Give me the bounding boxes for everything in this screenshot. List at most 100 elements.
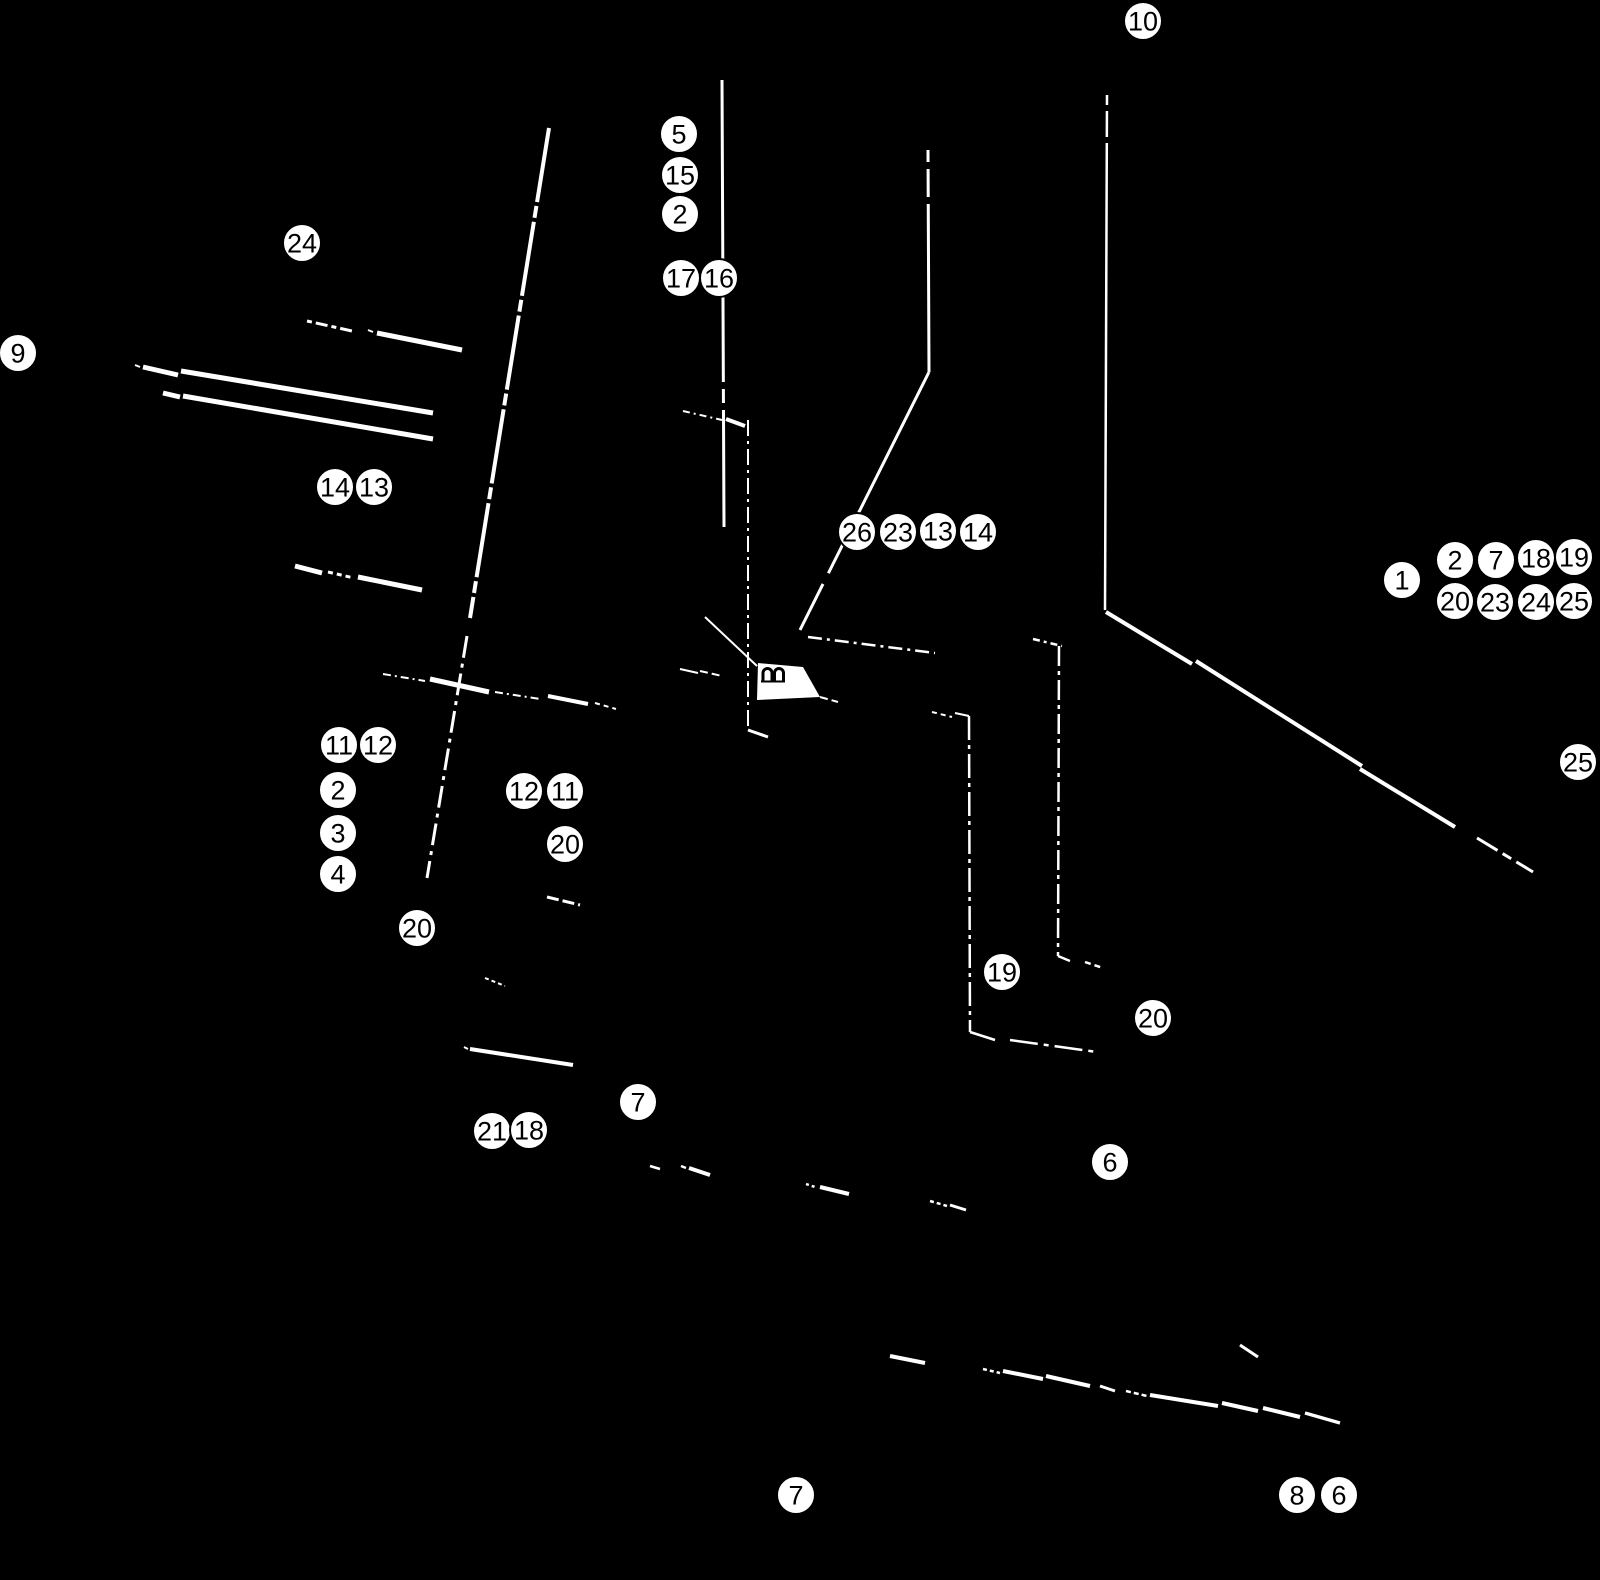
callout-3: 3	[318, 813, 358, 853]
callout-26: 26	[837, 512, 877, 552]
diagram-line	[931, 711, 953, 718]
diagram-line	[679, 668, 699, 674]
callout-number: 23	[883, 518, 913, 548]
callout-number: 19	[987, 958, 1017, 988]
diagram-line	[720, 79, 726, 528]
diagram-line	[1103, 94, 1109, 611]
callout-2: 2	[660, 194, 700, 234]
diagram-line	[954, 712, 970, 717]
diagram-line	[699, 670, 723, 677]
callout-number: 17	[666, 264, 696, 294]
diagram-line	[967, 715, 972, 1033]
diagram-line	[547, 694, 589, 706]
callout-bubble	[397, 908, 437, 948]
callout-13: 13	[918, 511, 958, 551]
callout-bubble	[509, 1110, 549, 1150]
callout-bubble	[918, 511, 958, 551]
callout-bubble	[0, 333, 38, 373]
callout-number: 20	[1440, 587, 1470, 617]
diagram-line	[682, 410, 723, 421]
diagram-line	[382, 673, 426, 682]
callout-number: 6	[1102, 1148, 1117, 1178]
diagram-line	[889, 1354, 926, 1365]
diagram-line	[469, 1047, 574, 1067]
diagram-line	[546, 895, 581, 907]
diagram-line	[1057, 954, 1071, 963]
callout-17: 17	[661, 258, 701, 298]
callout-number: 2	[330, 776, 345, 806]
diagram-line	[134, 364, 141, 368]
callout-number: 7	[1488, 546, 1503, 576]
callout-bubble	[1435, 540, 1475, 580]
callout-5: 5	[659, 114, 699, 154]
diagram-line	[1009, 1038, 1098, 1054]
callout-bubble	[618, 1082, 658, 1122]
callout-number: 2	[1447, 546, 1462, 576]
callout-bubble	[1475, 582, 1515, 622]
diagram-line	[1104, 610, 1194, 666]
callout-number: 20	[1138, 1004, 1168, 1034]
callout-19: 19	[982, 952, 1022, 992]
callout-number: 4	[330, 860, 345, 890]
callout-number: 24	[287, 229, 317, 259]
diagram-line	[949, 1203, 967, 1212]
callout-bubble	[1090, 1142, 1130, 1182]
diagram-line	[367, 329, 374, 333]
diagram-line	[819, 1185, 850, 1196]
lines-layer	[134, 79, 1534, 1425]
callout-4: 4	[318, 854, 358, 894]
diagram-line	[463, 1046, 469, 1050]
callout-number: 12	[509, 777, 539, 807]
callout-number: 18	[514, 1116, 544, 1146]
diagram-line	[807, 635, 936, 655]
callout-number: 23	[1480, 588, 1510, 618]
diagram-line	[1125, 1389, 1148, 1398]
diagram-line	[1149, 1393, 1219, 1408]
callout-16: 16	[699, 258, 739, 298]
diagram-line	[425, 635, 469, 879]
callout-number: 9	[10, 339, 25, 369]
diagram-line	[1056, 645, 1061, 957]
diagram-line	[819, 696, 839, 703]
callout-bubble	[318, 813, 358, 853]
diagram-line	[357, 574, 423, 593]
callout-number: 25	[1559, 587, 1589, 617]
diagram-line	[982, 1367, 1001, 1375]
callout-number: 11	[551, 777, 579, 807]
callout-number: 18	[1521, 544, 1551, 574]
callout-bubble	[1123, 1, 1163, 41]
open-book-icon	[761, 667, 785, 683]
diagram-line	[1002, 1369, 1044, 1381]
callout-11: 11	[545, 771, 585, 811]
callout-bubble	[318, 770, 358, 810]
callout-bubble	[1435, 581, 1475, 621]
callout-20: 20	[1133, 998, 1173, 1038]
callout-14: 14	[958, 512, 998, 552]
diagram-line	[429, 676, 490, 695]
diagram-line	[1476, 836, 1534, 874]
diagram-line	[294, 563, 323, 576]
callout-number: 8	[1289, 1481, 1304, 1511]
diagram-line	[376, 330, 463, 353]
callout-bubble	[354, 467, 394, 507]
callout-bubble	[1319, 1475, 1359, 1515]
diagram-line	[1194, 659, 1364, 768]
callout-23: 23	[878, 512, 918, 552]
callout-number: 7	[788, 1481, 803, 1511]
diagram-line	[484, 977, 506, 987]
callout-24: 24	[1516, 582, 1556, 622]
diagram-line	[680, 1164, 687, 1170]
callout-number: 10	[1128, 7, 1158, 37]
callout-number: 7	[630, 1088, 645, 1118]
callout-bubble	[776, 1475, 816, 1515]
callout-bubble	[1554, 581, 1594, 621]
callout-bubble	[1476, 540, 1516, 580]
callout-24: 24	[282, 223, 322, 263]
callout-number: 2	[672, 200, 687, 230]
diagram-line	[142, 364, 179, 378]
diagram-line	[162, 390, 181, 400]
callout-20: 20	[545, 824, 585, 864]
